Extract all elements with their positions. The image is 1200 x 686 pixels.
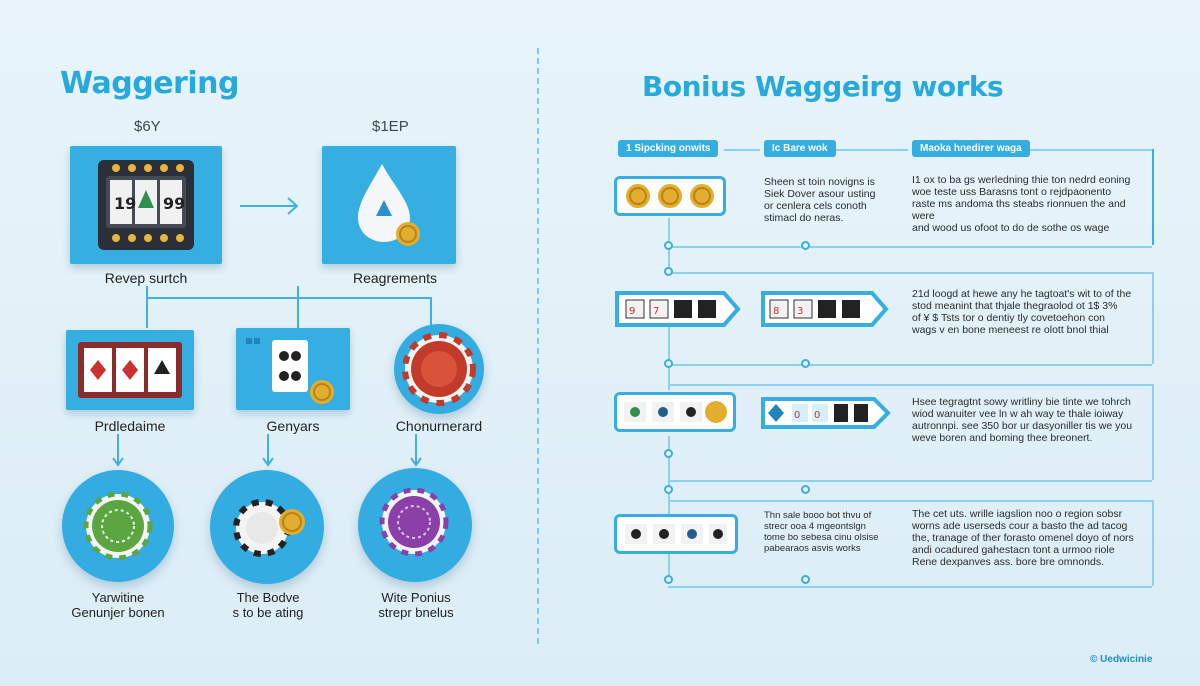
timeline-line [668,326,670,390]
mixed-symbols-strip [614,392,736,432]
timeline-dot [664,575,673,584]
row4-mid-text: Thn sale booo bot thvu of strecr ooa 4 m… [764,510,879,554]
timeline-dot [664,241,673,250]
green-chip-icon [83,491,153,561]
svg-text:19: 19 [114,194,136,213]
row3-right-text: Hsee tegragtnt sowy writliny bie tinte w… [912,396,1133,444]
arrow-down-icon [112,434,124,467]
header-pill-1: 1 Sipcking onwits [618,140,719,157]
timeline-line [668,480,1152,482]
card-slot-tile [66,330,194,410]
timeline-line [668,272,1152,274]
timeline-dot [664,359,673,368]
left-title: Waggering [60,66,239,101]
svg-text:99: 99 [163,194,185,213]
svg-text:8: 8 [773,306,779,317]
svg-text:7: 7 [653,306,659,317]
timeline-line [1152,272,1154,364]
timeline-dot [801,575,810,584]
row3-caption-3: Wite Ponius strepr bnelus [378,590,454,620]
timeline-dot [801,241,810,250]
black-cards-strip [614,514,738,554]
svg-text:9: 9 [629,306,635,317]
black-cards-icon [625,524,727,544]
connector-line [146,286,148,328]
timeline-line [668,384,1152,386]
step-label-1: $6Y [134,118,161,135]
connector-line [430,297,432,328]
connector-line [297,286,299,328]
right-title: Bonius Waggeirg works [642,70,1004,103]
header-line [836,149,908,151]
row1-label-1: Revep surtch [104,270,188,286]
row3-caption-1: Yarwitine Genunjer bonen [71,590,165,620]
timeline-dot [801,359,810,368]
timeline-dot [664,449,673,458]
reel-arrow-strip-3: 0 0 [761,397,891,429]
gold-coins-icon [626,184,714,208]
playing-card-icon [246,338,334,404]
row1-right-text: I1 ox to ba gs werledning thie ton nedrd… [912,174,1131,234]
row2-label-3: Chonurnerard [395,418,483,434]
slot-machine-tile: 19 99 [70,146,222,264]
purple-chip-icon [379,487,449,557]
timeline-line [668,554,670,584]
step-label-2: $1EP [372,118,409,135]
timeline-dot [664,485,673,494]
timeline-line [668,364,1152,366]
row1-mid-text: Sheen st toin novigns is Siek Dover asou… [764,176,876,224]
card-game-tile [236,328,350,410]
arrow-down-icon [410,434,422,467]
svg-text:0: 0 [794,410,800,421]
row1-label-2: Reagrements [352,270,438,286]
row2-label-2: Genyars [266,418,320,434]
timeline-line [1152,500,1154,586]
timeline-dot [801,485,810,494]
cards-coin-icon [624,401,727,423]
black-chip-icon [233,499,305,557]
arrow-right-icon [240,197,299,215]
connector-line [146,297,430,299]
black-chip-circle [210,470,324,584]
header-line [1030,149,1152,151]
header-line [1152,149,1154,245]
roulette-chip-icon [402,332,476,406]
slot-machine-icon: 19 99 [98,160,194,250]
timeline-line [668,436,670,514]
timeline-line [1152,384,1154,480]
reel-arrow-strip-1: 9 7 [615,291,741,327]
timeline-line [668,246,1152,248]
purple-chip-circle [358,468,472,582]
header-pill-3: Maoka hnedirer waga [912,140,1030,157]
roulette-circle [394,324,484,414]
timeline-line [668,500,1152,502]
row2-right-text: 21d loogd at hewe any he tagtoat's wit t… [912,288,1132,336]
row3-caption-2: The Bodve s to be ating [232,590,304,620]
svg-text:3: 3 [797,306,803,317]
card-reel-icon [78,342,182,398]
green-chip-circle [62,470,174,582]
timeline-dot [664,267,673,276]
coins-strip [614,176,726,216]
brand-mark: © Uedwicinie [1090,654,1153,665]
svg-text:0: 0 [814,410,820,421]
timeline-line [668,586,1152,588]
copyright-icon: © [1090,654,1098,665]
row2-label-1: Prdledaime [94,418,166,434]
header-line [724,149,760,151]
drop-coin-icon [358,164,420,246]
row4-right-text: The cet uts. wrille iagslion noo o regio… [912,508,1134,568]
center-divider [537,48,539,644]
header-pill-2: Ic Bare wok [764,140,836,157]
arrow-down-icon [262,434,274,467]
requirement-tile [322,146,456,264]
reel-arrow-strip-2: 8 3 [761,291,889,327]
